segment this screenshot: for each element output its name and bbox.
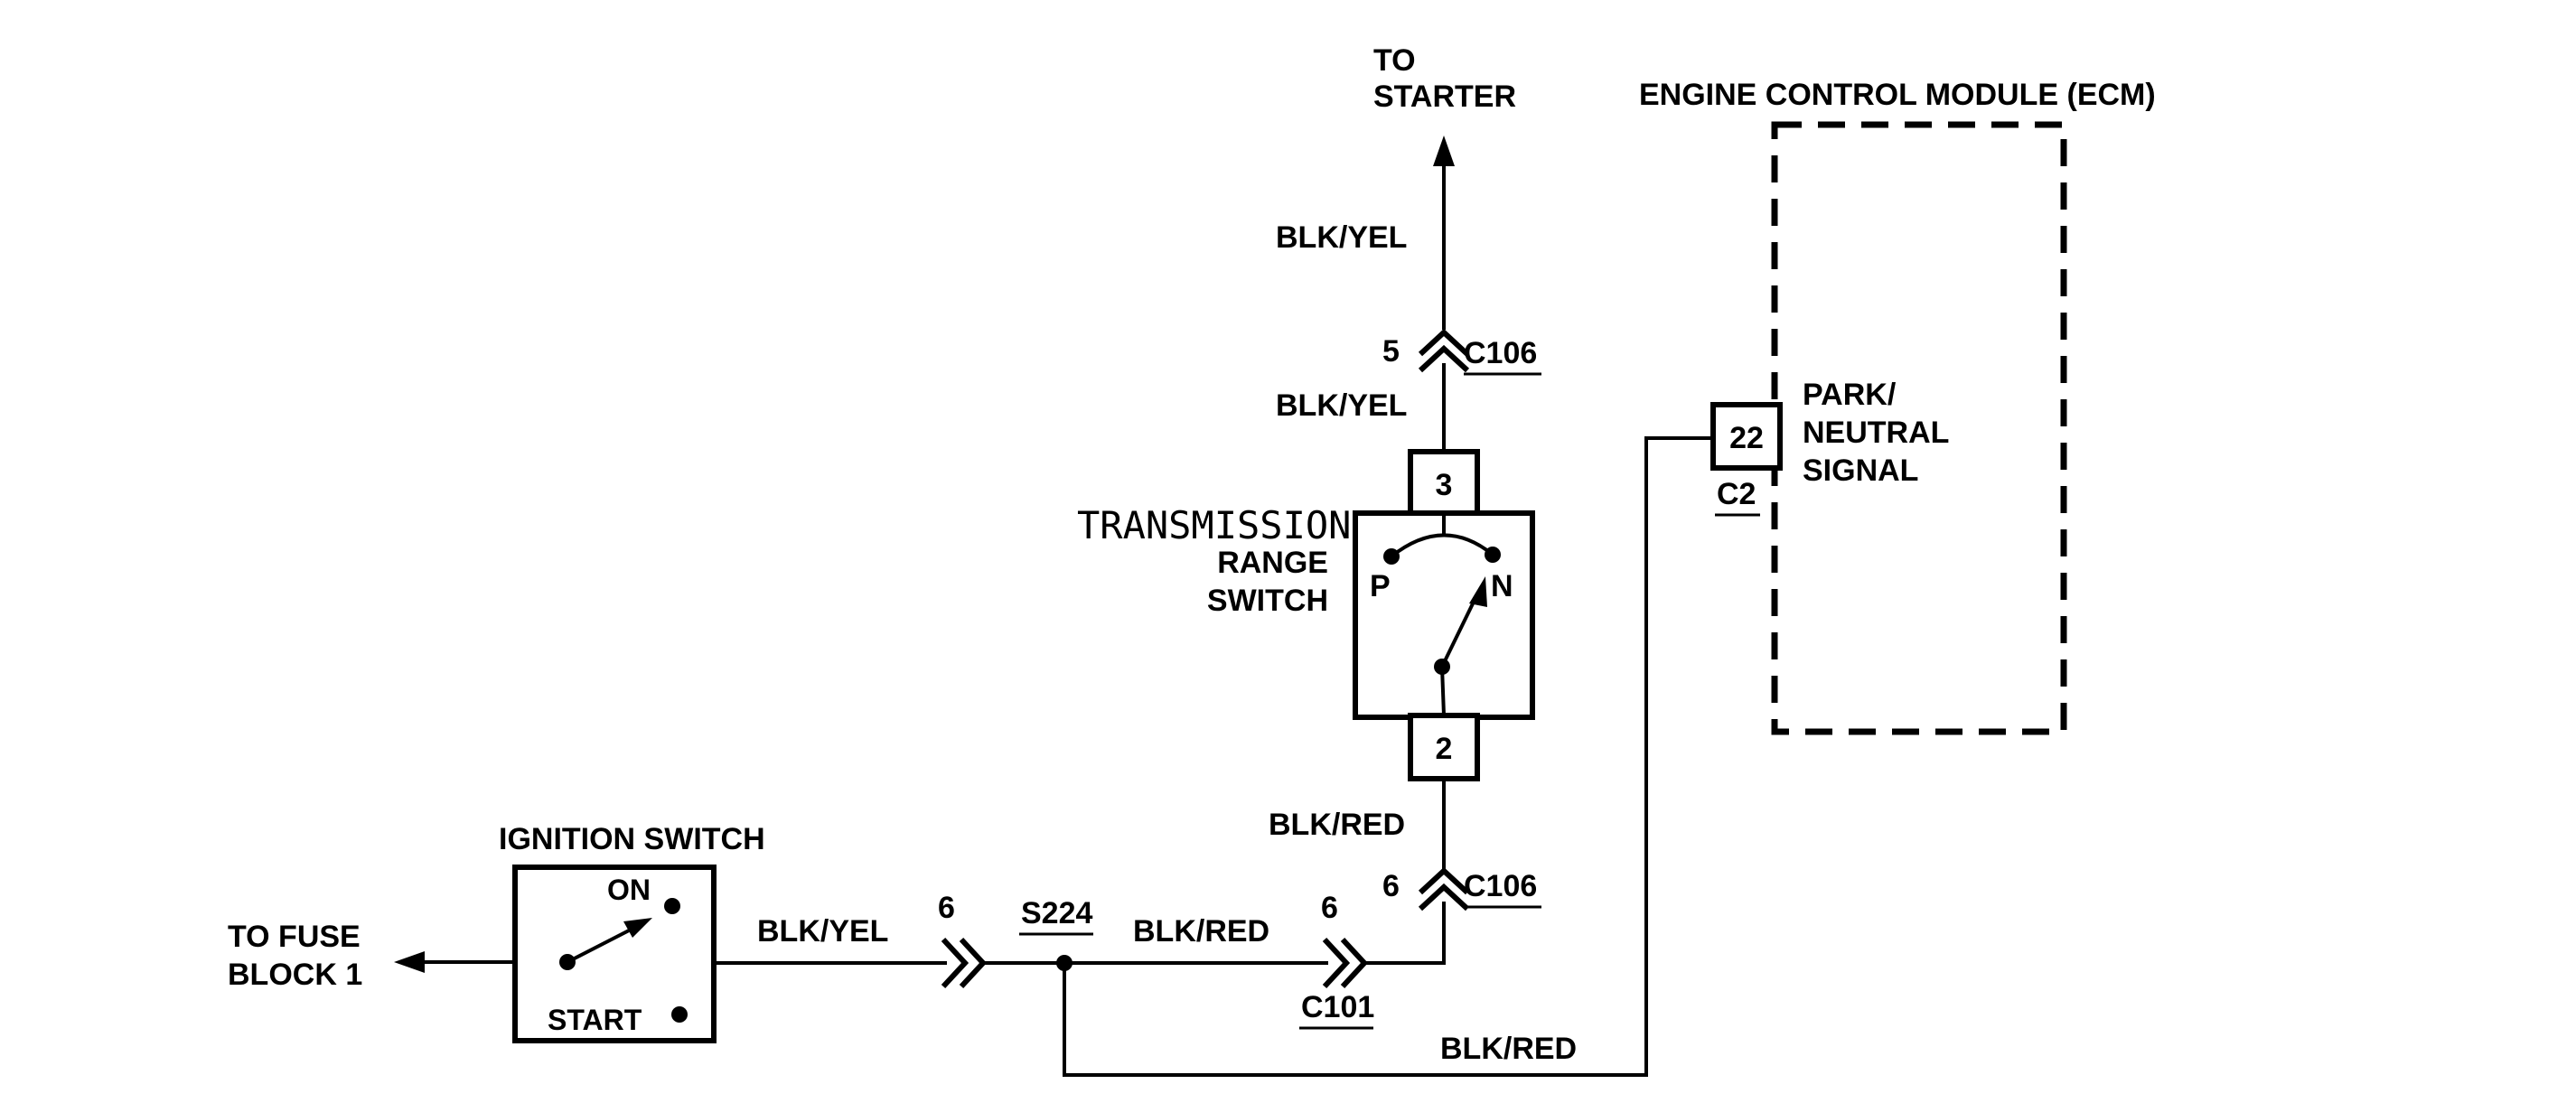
connector-c106-top [1418, 328, 1470, 373]
label-to-starter-2: STARTER [1373, 79, 1516, 114]
label-ecm-title: ENGINE CONTROL MODULE (ECM) [1639, 78, 2156, 112]
label-fuse-2: BLOCK 1 [228, 958, 362, 992]
connector-c106-bottom [1418, 866, 1470, 911]
label-fuse-1: TO FUSE [228, 920, 361, 954]
contact-p-dot [1383, 548, 1400, 565]
label-pn-3: SIGNAL [1803, 453, 1918, 488]
switch-blade [1440, 595, 1478, 668]
label-c106-bot: C106 [1464, 869, 1537, 903]
connector-c101 [1322, 937, 1369, 989]
label-wire-blk-red-1: BLK/RED [1269, 808, 1405, 842]
switch-blade-arrow [1469, 576, 1487, 607]
label-ign-start: START [548, 1004, 642, 1036]
label-ign-title: IGNITION SWITCH [499, 822, 765, 856]
wire-bottom-to-ecm [1063, 436, 1715, 1077]
label-n: N [1491, 569, 1513, 603]
ign-start-dot [671, 1006, 688, 1023]
label-s224: S224 [1021, 896, 1092, 930]
label-c106-top-pin: 5 [1382, 334, 1400, 369]
ign-on-dot [664, 898, 680, 914]
label-pin-22: 22 [1729, 421, 1764, 455]
label-wire-mid-top: BLK/YEL [1276, 388, 1407, 423]
wire-ignition-out [679, 961, 947, 1016]
label-conn-6-left: 6 [938, 891, 955, 925]
label-ign-on: ON [607, 874, 651, 906]
label-to-starter-1: TO [1373, 43, 1416, 78]
label-wire-ign-out: BLK/YEL [757, 914, 888, 949]
label-c106-top: C106 [1464, 336, 1537, 370]
label-trs-2: RANGE [1217, 546, 1328, 580]
arrow-to-fuse [394, 951, 425, 973]
label-c106-bot-pin: 6 [1382, 869, 1400, 903]
label-conn-6-c101: 6 [1321, 891, 1338, 925]
label-wire-top: BLK/YEL [1276, 220, 1407, 255]
label-wire-bottom: BLK/RED [1440, 1032, 1577, 1066]
label-pin-2: 2 [1436, 732, 1453, 766]
label-p: P [1370, 569, 1391, 603]
contact-n-dot [1485, 547, 1501, 563]
splice-s224-dot [1056, 955, 1073, 971]
label-c2: C2 [1717, 477, 1756, 511]
label-pin-3: 3 [1436, 468, 1453, 502]
label-trs-1: TRANSMISSION [1077, 503, 1351, 547]
arrow-to-starter [1433, 136, 1455, 166]
label-c101: C101 [1301, 990, 1374, 1024]
switch-arc [1390, 533, 1494, 558]
wire-c106-to-c101 [1366, 902, 1446, 965]
label-trs-3: SWITCH [1207, 584, 1328, 618]
label-wire-s224: BLK/RED [1133, 914, 1269, 949]
connector-6-left [941, 937, 988, 989]
ign-blade-arrow [623, 918, 652, 938]
label-pn-1: PARK/ [1803, 378, 1897, 412]
ign-blade [567, 927, 633, 964]
switch-bottom-stub [1440, 666, 1446, 716]
label-pn-2: NEUTRAL [1803, 416, 1949, 450]
pin-22-box [1710, 402, 1783, 471]
